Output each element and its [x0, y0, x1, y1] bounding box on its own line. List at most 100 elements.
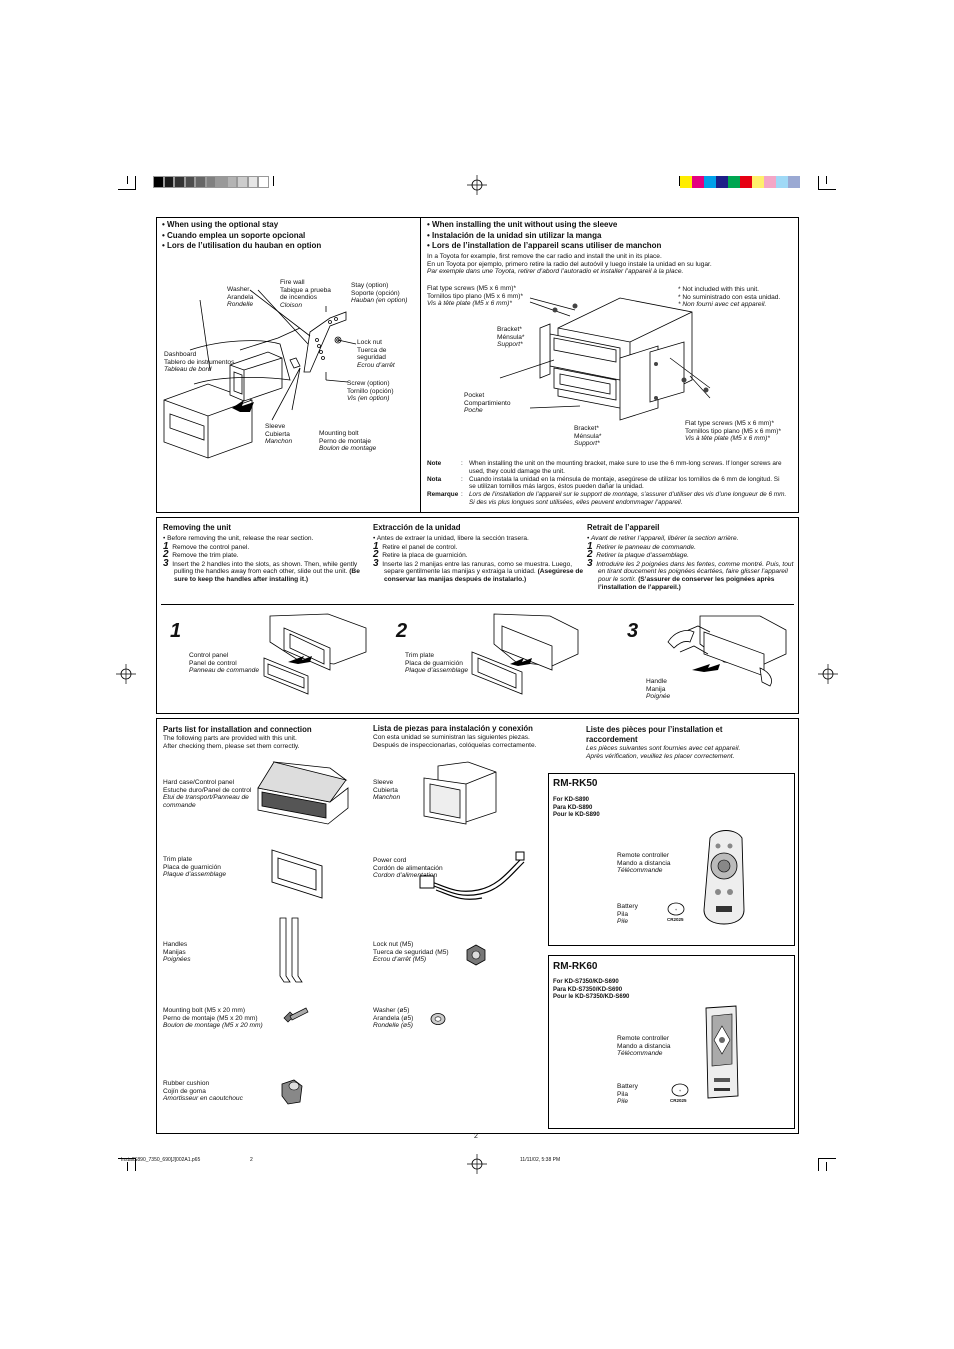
removing-en-title: Removing the unit — [163, 523, 232, 532]
color-swatch — [764, 176, 776, 188]
hard-case-illustration — [257, 761, 349, 825]
parts-es-heading: Lista de piezas para instalación y conex… — [373, 724, 537, 749]
bullet-fr: • Lors de l’installation de l’appareil s… — [427, 241, 662, 250]
gray-swatch — [205, 176, 216, 188]
part-lock-nut: Lock nut (M5)Tuerca de seguridad (M5)Ecr… — [373, 941, 449, 964]
removing-fr-title: Retrait de l’appareil — [587, 523, 660, 532]
part-washer: Washer (ø5)Arandela (ø5)Rondelle (ø5) — [373, 1007, 414, 1030]
remote-rk60-box — [548, 955, 795, 1129]
svg-text:+: + — [679, 1088, 682, 1093]
figure-number-2: 2 — [396, 620, 408, 642]
mounting-bolt-illustration — [283, 1007, 309, 1023]
sleeve-bullets: • When installing the unit without using… — [427, 220, 661, 252]
gray-swatch — [258, 176, 269, 188]
label-screw: Screw (option)Tornillo (opción)Vis (en o… — [347, 380, 394, 403]
rubber-cushion-illustration — [281, 1079, 303, 1105]
bullet-en: • When installing the unit without using… — [427, 220, 618, 229]
bracket-installation-illustration — [499, 297, 711, 421]
gray-swatch — [163, 176, 174, 188]
bullet-es: • Instalación de la unidad sin utilizar … — [427, 230, 602, 240]
section-removing-unit — [156, 517, 799, 714]
color-swatch — [680, 176, 692, 188]
trim-plate-illustration — [271, 849, 323, 899]
color-swatch — [740, 176, 752, 188]
rk60-battery-icon: + — [671, 1083, 689, 1097]
registration-mark-right — [818, 664, 838, 684]
label-bracket-1: Bracket*Ménsula*Support* — [497, 326, 525, 349]
part-mounting-bolt: Mounting bolt (M5 x 20 mm)Perno de monta… — [163, 1007, 263, 1030]
registration-mark-bottom — [467, 1154, 487, 1174]
label-not-included: * Not included with this unit.* No sumin… — [678, 286, 781, 309]
intro-text: In a Toyota for example, first remove th… — [427, 253, 712, 276]
color-swatch — [728, 176, 740, 188]
label-stay: Stay (option)Soporte (opción)Hauban (en … — [351, 282, 408, 305]
handles-illustration — [279, 917, 303, 983]
color-swatch — [716, 176, 728, 188]
removing-es-title: Extracción de la unidad — [373, 523, 461, 532]
gray-swatch — [216, 176, 227, 188]
rk60-cell-label: CR2025 — [670, 1098, 687, 1103]
removing-en: Removing the unit • Before removing the … — [163, 523, 360, 583]
color-swatch — [704, 176, 716, 188]
footer-date: 11/11/02, 5:38 PM — [520, 1157, 561, 1163]
figure-number-1: 1 — [170, 620, 182, 642]
color-swatch — [788, 176, 800, 188]
gray-swatch — [226, 176, 237, 188]
removal-figure-2 — [471, 613, 579, 695]
rk50-title: RM-RK50 — [553, 778, 598, 789]
remote-rk50-box — [548, 773, 795, 946]
gray-swatch — [153, 176, 164, 188]
registration-mark-top — [467, 175, 487, 195]
power-cord-illustration — [419, 851, 525, 900]
label-bracket-2: Bracket*Ménsula*Support* — [574, 425, 602, 448]
color-swatch — [692, 176, 704, 188]
note-fr: Remarque:Lors de l’installation de l’app… — [427, 491, 787, 506]
figure-number-3: 3 — [627, 620, 639, 642]
footer-file: InstallS890_7350_690[J]002A1.p65 — [121, 1157, 201, 1163]
bullet-fr: • Lors de l’utilisation du hauban en opt… — [162, 241, 322, 250]
gray-swatch — [195, 176, 206, 188]
removal-figure-3 — [667, 615, 787, 687]
rk50-cell-label: CR2025 — [667, 917, 684, 922]
label-flat-screws-top: Flat type screws (M5 x 6 mm)*Tornillos t… — [427, 285, 524, 308]
gray-swatch — [184, 176, 195, 188]
rk60-remote-illustration — [705, 1005, 739, 1099]
gray-swatch — [247, 176, 258, 188]
rk50-battery-icon: + — [667, 902, 685, 916]
registration-mark-left — [116, 664, 136, 684]
page-number: 2 — [474, 1133, 478, 1140]
rk50-remote-illustration — [703, 830, 745, 925]
parts-en-heading: Parts list for installation and connecti… — [163, 725, 312, 750]
note-en: Note:When installing the unit on the mou… — [427, 460, 782, 475]
bullet-en: • When using the optional stay — [162, 220, 279, 229]
bullet-es: • Cuando emplea un soporte opcional — [162, 230, 306, 240]
stay-installation-illustration — [163, 289, 357, 459]
gray-swatch — [174, 176, 185, 188]
washer-illustration — [430, 1013, 446, 1025]
svg-text:+: + — [675, 907, 678, 912]
rk60-title: RM-RK60 — [553, 961, 598, 972]
removing-es: Extracción de la unidad • Antes de extra… — [373, 523, 584, 583]
removing-fr: Retrait de l’appareil • Avant de retirer… — [587, 523, 794, 591]
color-swatch — [752, 176, 764, 188]
stay-bullets: • When using the optional stay • Cuando … — [162, 220, 321, 252]
notes: Note:When installing the unit on the mou… — [427, 460, 786, 507]
lock-nut-illustration — [466, 944, 486, 966]
